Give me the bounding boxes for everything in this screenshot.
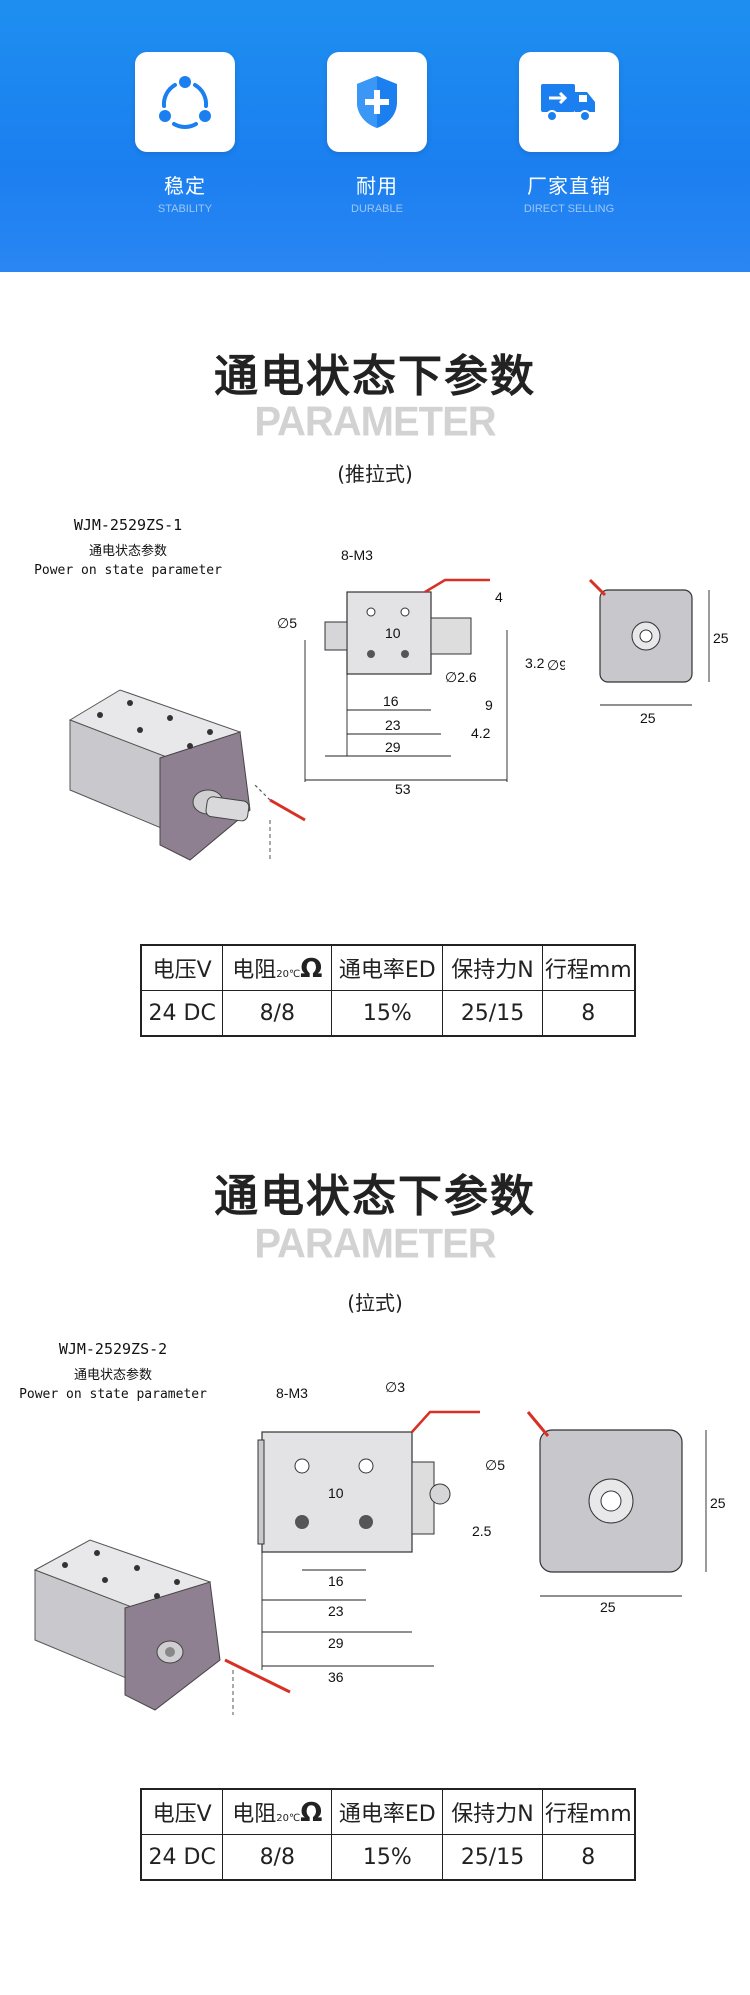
dim-label: 2.5 bbox=[472, 1523, 492, 1539]
parameter-table: 电压V 电阻20℃Ω 通电率ED 保持力N 行程mm 24 DC 8/8 15%… bbox=[140, 1788, 636, 1881]
cell-resistance: 8/8 bbox=[222, 990, 333, 1037]
table-header-row: 电压V 电阻20℃Ω 通电率ED 保持力N 行程mm bbox=[140, 1788, 636, 1835]
shield-icon bbox=[357, 76, 397, 128]
dimension-drawing: 8-M3 ∅3 ∅5 10 2.5 16 23 29 36 bbox=[257, 1379, 505, 1685]
model-caption-cn: 通电状态参数 bbox=[73, 1368, 152, 1383]
section-subtitle: PARAMETER bbox=[254, 398, 496, 446]
header-temp: 20℃ bbox=[276, 969, 301, 980]
solenoid-illustration bbox=[68, 689, 306, 861]
dim-label: 29 bbox=[328, 1635, 344, 1651]
header-temp: 20℃ bbox=[276, 1813, 301, 1824]
dim-label: 9 bbox=[485, 697, 493, 713]
ohm-symbol: Ω bbox=[300, 1798, 323, 1828]
dim-label: 10 bbox=[385, 625, 401, 641]
cell-voltage: 24 DC bbox=[140, 1834, 224, 1881]
feature-label: 耐用 bbox=[356, 174, 398, 198]
feature-tile bbox=[519, 52, 619, 152]
model-caption-cn: 通电状态参数 bbox=[88, 544, 167, 559]
feature-tile bbox=[135, 52, 235, 152]
feature-tile bbox=[327, 52, 427, 152]
feature-direct-selling: 厂家直销 DIRECT SELLING bbox=[517, 52, 621, 215]
dim-label: 25 bbox=[710, 1495, 726, 1511]
dim-label: ∅3 bbox=[385, 1379, 405, 1395]
dim-label: 3.2 bbox=[525, 655, 545, 671]
header-resistance-label: 电阻 bbox=[232, 958, 277, 983]
section-title: 通电状态下参数 bbox=[214, 351, 536, 402]
header-duty-cycle: 通电率ED bbox=[331, 944, 444, 991]
dim-label: 29 bbox=[385, 739, 401, 755]
model-caption-en: Power on state parameter bbox=[34, 563, 222, 578]
dim-label: 10 bbox=[328, 1485, 344, 1501]
dim-label: 8-M3 bbox=[341, 550, 373, 563]
section-title: 通电状态下参数 bbox=[214, 1171, 536, 1222]
model-number: WJM-2529ZS-1 bbox=[73, 516, 183, 534]
cell-duty-cycle: 15% bbox=[331, 1834, 444, 1881]
feature-stability: 稳定 STABILITY bbox=[133, 52, 237, 215]
dim-label: 25 bbox=[600, 1599, 616, 1615]
header-resistance: 电阻20℃Ω bbox=[222, 944, 333, 991]
feature-label-en: STABILITY bbox=[157, 203, 213, 215]
header-resistance-label: 电阻 bbox=[232, 1802, 277, 1827]
dim-label: 4 bbox=[495, 589, 503, 605]
dim-label: 16 bbox=[328, 1573, 344, 1589]
dim-label: ∅2.6 bbox=[445, 669, 477, 685]
solenoid-illustration bbox=[33, 1539, 291, 1715]
table-row: 24 DC 8/8 15% 25/15 8 bbox=[140, 990, 636, 1037]
cell-resistance: 8/8 bbox=[222, 1834, 333, 1881]
dimension-drawing: 8-M3 ∅5 10 4 3.2 ∅9 ∅2.6 9 4.2 16 23 29 … bbox=[277, 550, 565, 797]
model-info: WJM-2529ZS-2 通电状态参数 Power on state param… bbox=[8, 1340, 218, 1402]
header-duty-cycle: 通电率ED bbox=[331, 1788, 444, 1835]
dim-label: 36 bbox=[328, 1669, 344, 1685]
truck-icon bbox=[541, 84, 595, 122]
model-number: WJM-2529ZS-2 bbox=[58, 1340, 168, 1358]
cell-holding-force: 25/15 bbox=[442, 1834, 543, 1881]
table-row: 24 DC 8/8 15% 25/15 8 bbox=[140, 1834, 636, 1881]
table-header-row: 电压V 电阻20℃Ω 通电率ED 保持力N 行程mm bbox=[140, 944, 636, 991]
feature-durable: 耐用 DURABLE bbox=[325, 52, 429, 215]
side-view-drawing: 25 25 bbox=[588, 578, 729, 726]
model-caption-en: Power on state parameter bbox=[19, 1387, 207, 1402]
header-stroke: 行程mm bbox=[541, 1788, 636, 1835]
cell-duty-cycle: 15% bbox=[331, 990, 444, 1037]
dim-label: 8-M3 bbox=[276, 1385, 308, 1401]
dim-label: 16 bbox=[383, 693, 399, 709]
header-holding-force: 保持力N bbox=[442, 1788, 543, 1835]
section-mode: (拉式) bbox=[347, 1291, 403, 1315]
section-mode: (推拉式) bbox=[337, 462, 413, 486]
ohm-symbol: Ω bbox=[300, 954, 323, 984]
dim-label: ∅5 bbox=[277, 615, 297, 631]
header-resistance: 电阻20℃Ω bbox=[222, 1788, 333, 1835]
header-stroke: 行程mm bbox=[541, 944, 636, 991]
dim-label: 23 bbox=[385, 717, 401, 733]
dim-label: 25 bbox=[713, 630, 729, 646]
dim-label: 25 bbox=[640, 710, 656, 726]
dim-label: ∅9 bbox=[547, 657, 565, 673]
network-icon bbox=[159, 76, 211, 129]
header-voltage: 电压V bbox=[140, 944, 224, 991]
feature-label-en: DURABLE bbox=[351, 203, 403, 215]
header-voltage: 电压V bbox=[140, 1788, 224, 1835]
feature-label: 厂家直销 bbox=[527, 174, 611, 198]
section-subtitle: PARAMETER bbox=[254, 1220, 496, 1268]
dim-label: 4.2 bbox=[471, 725, 491, 741]
dim-label: 53 bbox=[395, 781, 411, 797]
dim-label: 23 bbox=[328, 1603, 344, 1619]
feature-label-en: DIRECT SELLING bbox=[523, 203, 615, 215]
cell-voltage: 24 DC bbox=[140, 990, 224, 1037]
cell-stroke: 8 bbox=[541, 1834, 636, 1881]
feature-label: 稳定 bbox=[164, 174, 206, 198]
header-holding-force: 保持力N bbox=[442, 944, 543, 991]
side-view-drawing: 25 25 bbox=[526, 1411, 726, 1615]
model-info: WJM-2529ZS-1 通电状态参数 Power on state param… bbox=[28, 516, 228, 578]
cell-holding-force: 25/15 bbox=[442, 990, 543, 1037]
cell-stroke: 8 bbox=[541, 990, 636, 1037]
feature-banner: 稳定 STABILITY 耐用 DURABLE 厂家直销 bbox=[0, 0, 750, 272]
dim-label: ∅5 bbox=[485, 1457, 505, 1473]
parameter-table: 电压V 电阻20℃Ω 通电率ED 保持力N 行程mm 24 DC 8/8 15%… bbox=[140, 944, 636, 1037]
